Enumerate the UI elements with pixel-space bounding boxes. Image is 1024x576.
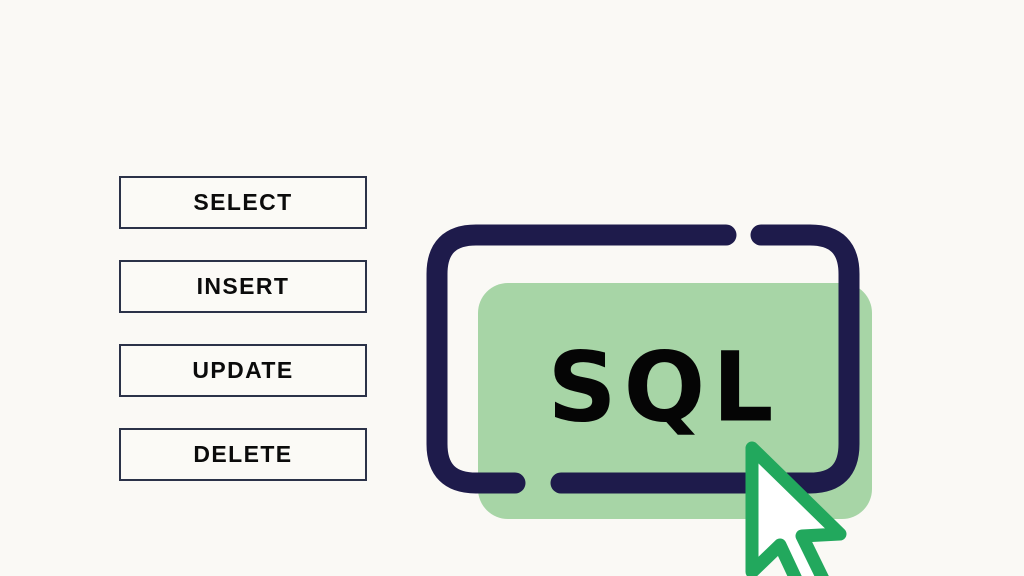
select-button-label: SELECT [193, 189, 293, 215]
delete-button-label: DELETE [193, 441, 293, 467]
insert-button[interactable]: INSERT [119, 260, 367, 313]
frame-segment-bottom-right [550, 224, 860, 494]
delete-button[interactable]: DELETE [119, 428, 367, 481]
sql-bracket-frame [426, 224, 860, 494]
update-button[interactable]: UPDATE [119, 344, 367, 397]
sql-logo: SQL [416, 212, 886, 576]
sql-commands-list: SELECT INSERT UPDATE DELETE [119, 176, 367, 481]
sql-wordmark: SQL [548, 331, 781, 443]
frame-segment-top-left [426, 224, 737, 494]
cursor-arrow-icon [745, 441, 847, 576]
select-button[interactable]: SELECT [119, 176, 367, 229]
insert-button-label: INSERT [196, 273, 290, 299]
update-button-label: UPDATE [192, 357, 294, 383]
cursor-arrow-shape [745, 441, 847, 576]
